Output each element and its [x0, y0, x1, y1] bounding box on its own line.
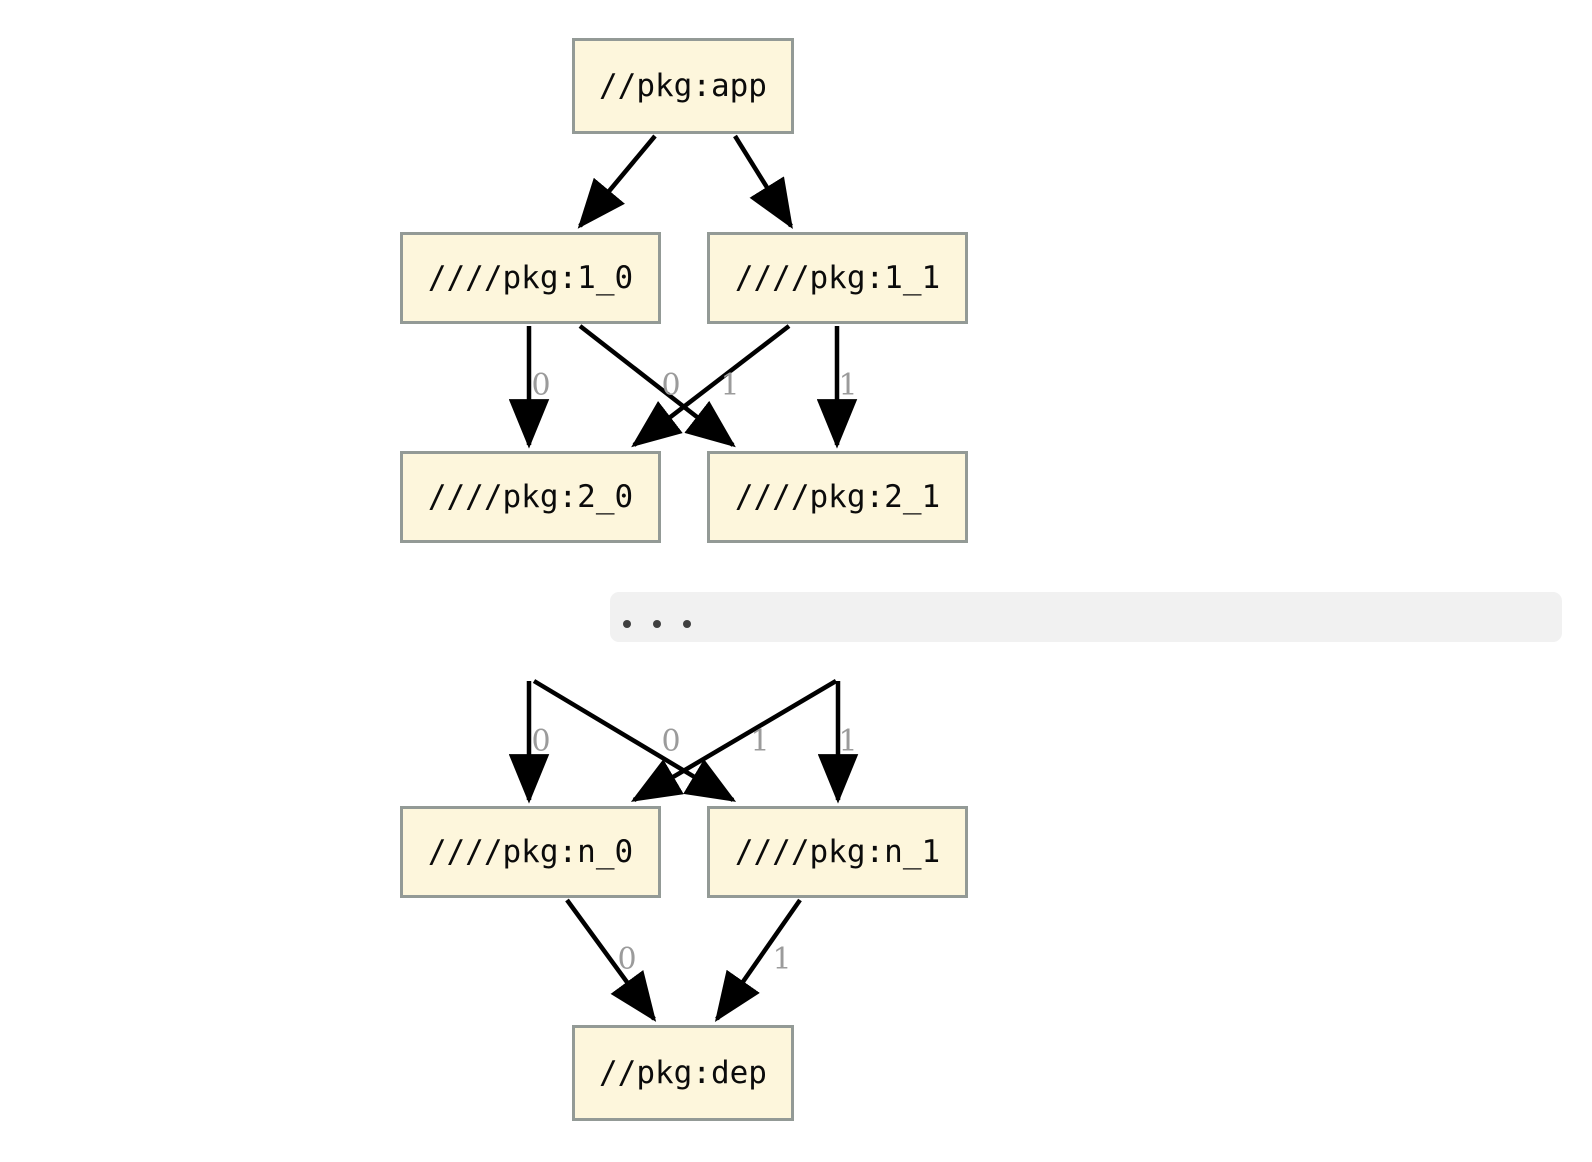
edge-label: 1	[750, 724, 770, 759]
edge-label: 0	[617, 942, 637, 977]
ellipsis-dot	[623, 620, 631, 628]
node-label: ////pkg:n_1	[734, 833, 941, 870]
ellipsis-dot	[683, 620, 691, 628]
node-pkg-1_0[interactable]: ////pkg:1_0	[400, 232, 661, 324]
edge-n_1-to-dep	[714, 898, 802, 1022]
edge-label: 1	[838, 368, 858, 403]
node-label: ////pkg:2_1	[734, 478, 941, 515]
node-label: //pkg:dep	[599, 1054, 767, 1091]
node-app[interactable]: //pkg:app	[572, 38, 794, 134]
edge-n_0-to-dep	[565, 898, 657, 1022]
edge-1_0-to-2_1	[578, 324, 736, 448]
node-pkg-n_1[interactable]: ////pkg:n_1	[707, 806, 968, 898]
edge-app-to-1_0	[577, 134, 657, 229]
edge-label: 0	[531, 368, 551, 403]
edge-label: 1	[772, 942, 792, 977]
node-pkg-1_1[interactable]: ////pkg:1_1	[707, 232, 968, 324]
edge-label: 0	[661, 368, 681, 403]
node-dep[interactable]: //pkg:dep	[572, 1025, 794, 1121]
node-label: ////pkg:1_0	[427, 259, 634, 296]
node-pkg-2_1[interactable]: ////pkg:2_1	[707, 451, 968, 543]
ellipsis-dot	[653, 620, 661, 628]
edge-1_1-to-2_0	[631, 324, 791, 448]
node-label: ////pkg:n_0	[427, 833, 634, 870]
edge-label: 1	[838, 724, 858, 759]
ellipsis-icon	[623, 620, 691, 628]
edge-label: 0	[661, 724, 681, 759]
edge-label: 0	[531, 724, 551, 759]
node-label: ////pkg:2_0	[427, 478, 634, 515]
edge-app-to-1_1	[733, 134, 793, 230]
node-label: ////pkg:1_1	[734, 259, 941, 296]
node-pkg-2_0[interactable]: ////pkg:2_0	[400, 451, 661, 543]
edge-elided-to-n_1-cross	[532, 679, 737, 802]
node-pkg-n_0[interactable]: ////pkg:n_0	[400, 806, 661, 898]
edge-label: 1	[720, 368, 740, 403]
elided-section-band[interactable]	[610, 592, 1562, 642]
edge-elided-to-n_0-cross	[630, 679, 838, 802]
node-label: //pkg:app	[599, 67, 767, 104]
